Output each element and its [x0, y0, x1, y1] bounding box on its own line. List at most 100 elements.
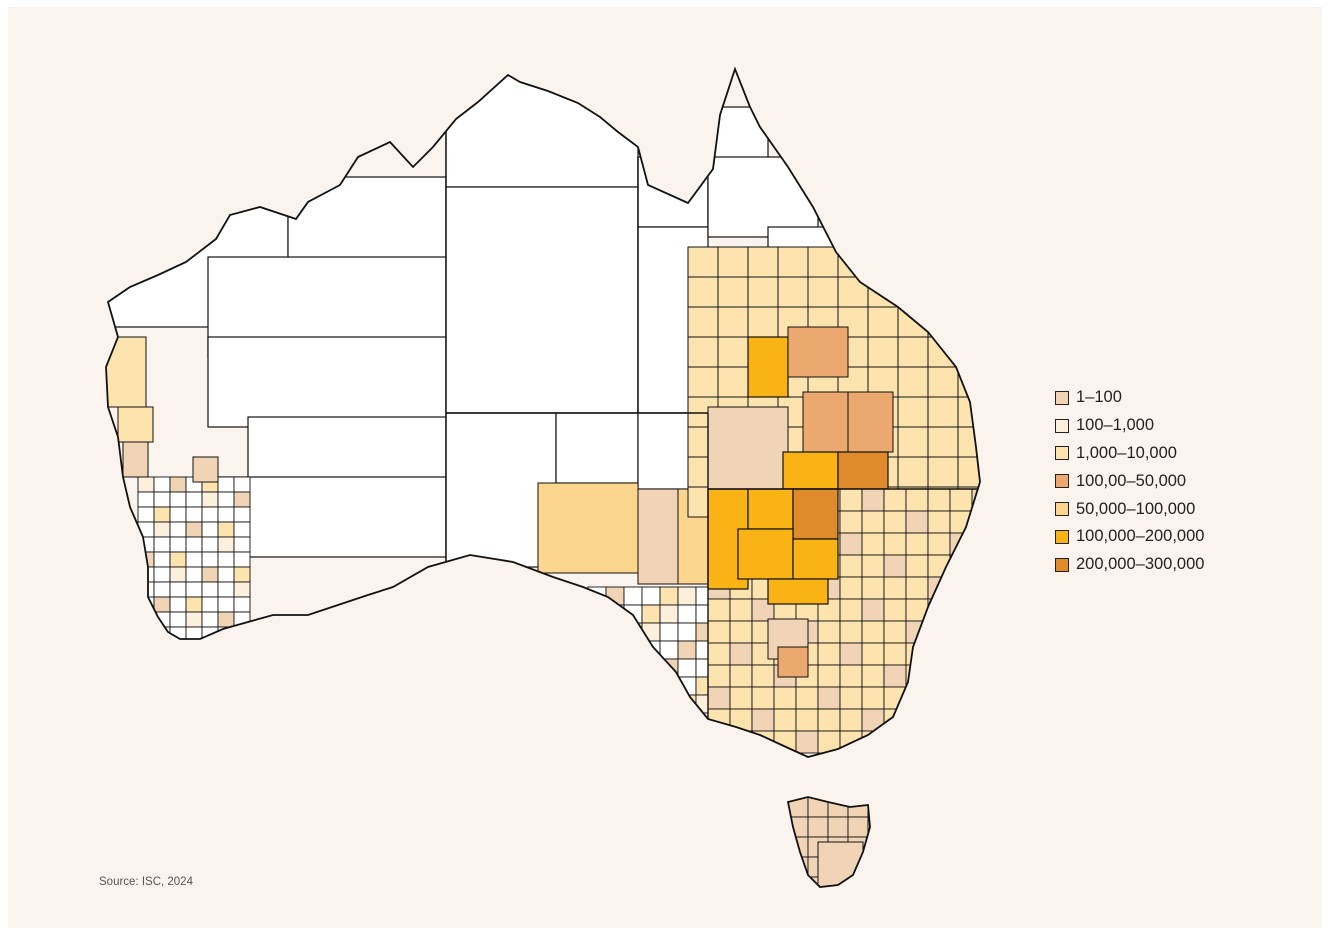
region [839, 510, 863, 534]
region [905, 686, 929, 710]
region [897, 426, 929, 458]
legend-item: 1–100 [1055, 384, 1265, 412]
region [217, 506, 235, 523]
region [861, 708, 885, 732]
region [233, 566, 251, 583]
region [737, 528, 794, 580]
region [201, 506, 219, 523]
region [905, 510, 929, 534]
region [677, 622, 697, 642]
region [185, 566, 203, 583]
region [817, 642, 841, 666]
legend-item: 50,000–100,000 [1055, 495, 1265, 523]
region [777, 646, 809, 678]
region [795, 730, 819, 754]
region [807, 816, 829, 838]
region [861, 510, 885, 534]
region [605, 676, 625, 696]
region [641, 658, 661, 678]
region [839, 642, 863, 666]
legend-label: 100–1,000 [1076, 416, 1154, 435]
region [677, 694, 697, 714]
region [707, 686, 731, 710]
region [839, 532, 863, 556]
region [957, 336, 980, 368]
region [782, 451, 839, 490]
region [747, 246, 779, 278]
region [905, 730, 929, 754]
region [641, 604, 661, 624]
region [717, 336, 749, 368]
region [839, 576, 863, 600]
region [839, 708, 863, 732]
region [233, 536, 251, 553]
region [729, 620, 753, 644]
region [233, 626, 251, 643]
region [185, 641, 203, 658]
region [751, 664, 775, 688]
region [883, 664, 907, 688]
region [949, 488, 973, 512]
region [707, 642, 731, 666]
region [641, 712, 661, 732]
region [641, 622, 661, 642]
region [677, 712, 697, 732]
region [927, 576, 951, 600]
region [623, 694, 643, 714]
region [777, 246, 809, 278]
region [707, 406, 789, 490]
region [883, 554, 907, 578]
region [137, 491, 155, 508]
region [957, 456, 980, 488]
region [677, 658, 697, 678]
region [659, 676, 679, 696]
region [687, 276, 719, 308]
region [751, 686, 775, 710]
region [153, 566, 171, 583]
region [192, 456, 219, 483]
region [971, 598, 980, 622]
region [729, 730, 753, 754]
region [605, 694, 625, 714]
region [707, 156, 819, 238]
region [927, 488, 951, 512]
region [747, 276, 779, 308]
region [555, 412, 639, 484]
region [839, 686, 863, 710]
region [137, 566, 155, 583]
region [637, 156, 709, 228]
region [185, 521, 203, 538]
legend-label: 1,000–10,000 [1076, 443, 1177, 462]
region [788, 876, 809, 887]
region [817, 620, 841, 644]
region [185, 506, 203, 523]
region [747, 488, 794, 530]
region [897, 336, 929, 368]
region [717, 306, 749, 338]
legend-item: 100,000–200,000 [1055, 523, 1265, 551]
region [641, 676, 661, 696]
region [201, 536, 219, 553]
region [971, 686, 980, 710]
region [185, 536, 203, 553]
region [861, 598, 885, 622]
region [883, 642, 907, 666]
region [905, 620, 929, 644]
region [153, 476, 171, 493]
region [867, 876, 870, 887]
region [767, 578, 829, 605]
region [117, 406, 154, 443]
region [905, 532, 929, 556]
region [971, 708, 980, 732]
region [623, 586, 643, 606]
region [949, 598, 973, 622]
region [677, 586, 697, 606]
region [861, 664, 885, 688]
region [605, 604, 625, 624]
region [927, 396, 959, 428]
region [217, 641, 235, 658]
region [641, 694, 661, 714]
region [169, 476, 187, 493]
region [717, 246, 749, 278]
legend-swatch [1055, 502, 1069, 517]
